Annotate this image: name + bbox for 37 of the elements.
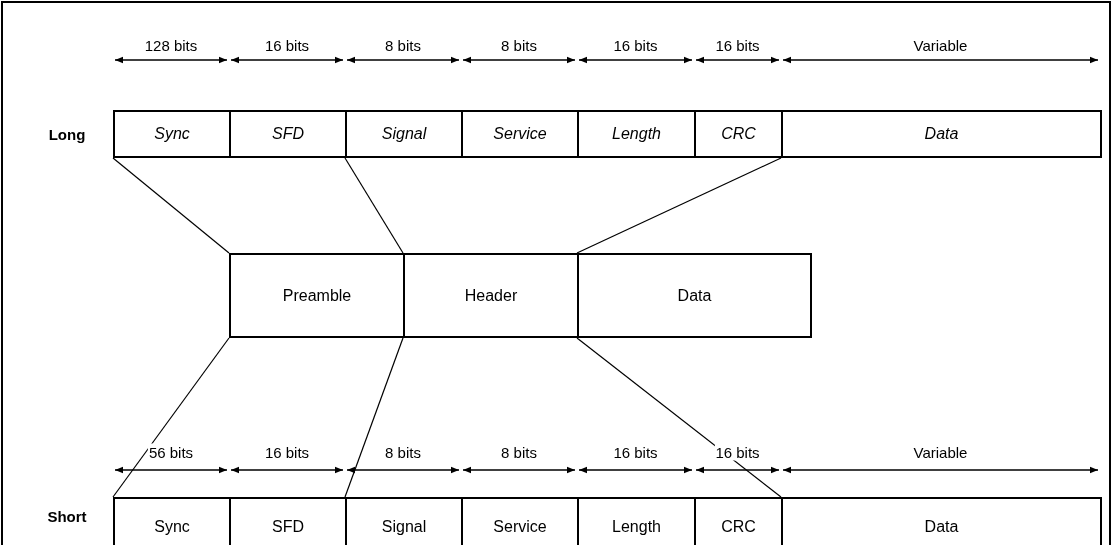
field-name: Service — [493, 518, 547, 536]
connector-line — [112, 157, 230, 254]
size-label: 16 bits — [714, 443, 761, 461]
field-name: Length — [612, 125, 661, 143]
field-box — [577, 253, 812, 338]
field-box — [781, 497, 1102, 545]
field-name: Data — [677, 286, 712, 305]
field-name: Sync — [154, 125, 190, 143]
field-name: Signal — [381, 125, 427, 143]
field-name: Data — [924, 518, 959, 536]
field-name: CRC — [721, 518, 756, 536]
field-name: Header — [464, 286, 518, 305]
field-name: Data — [924, 125, 959, 143]
field-box — [345, 110, 463, 158]
connector-line — [112, 337, 230, 498]
field-name: SFD — [272, 518, 304, 536]
field-box — [229, 110, 347, 158]
field-name: Signal — [381, 518, 427, 536]
field-box — [113, 497, 231, 545]
field-box — [229, 253, 405, 338]
field-name: Length — [612, 518, 661, 536]
field-name: Sync — [154, 518, 190, 536]
field-box — [781, 110, 1102, 158]
field-box — [113, 110, 231, 158]
field-box — [403, 253, 579, 338]
size-label: 56 bits — [147, 443, 195, 461]
field-name: Service — [493, 125, 547, 143]
field-name: CRC — [721, 125, 756, 143]
field-box — [694, 110, 783, 158]
field-name: SFD — [272, 125, 304, 143]
field-box — [577, 110, 696, 158]
field-name: Preamble — [282, 286, 352, 305]
connector-line — [344, 337, 404, 498]
connector-line — [576, 337, 782, 498]
connector-line — [344, 157, 404, 254]
connector-line — [576, 157, 782, 254]
field-box — [461, 110, 579, 158]
